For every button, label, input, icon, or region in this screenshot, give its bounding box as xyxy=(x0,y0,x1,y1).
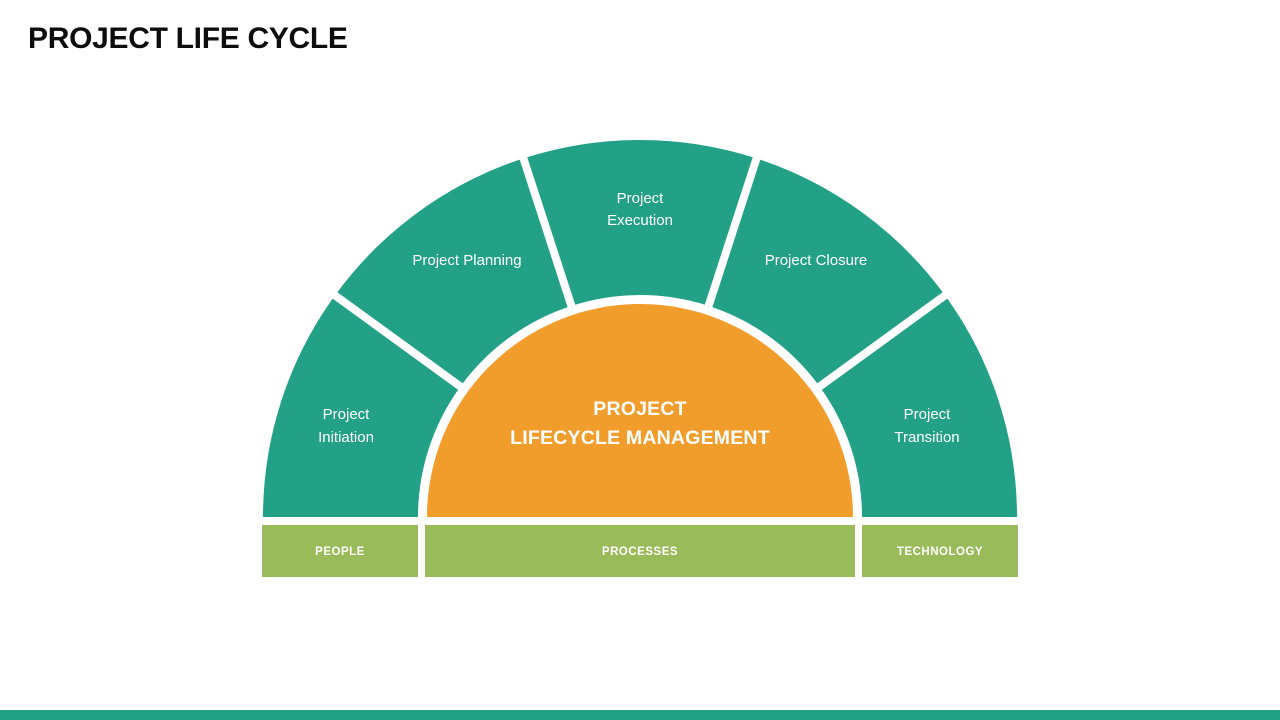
center-hub-shape[interactable] xyxy=(427,304,853,517)
bottom-accent-bar xyxy=(0,710,1280,720)
segment-project-execution[interactable] xyxy=(523,139,757,306)
bar-people-label: PEOPLE xyxy=(315,546,365,558)
label-project-initiation-line2: Initiation xyxy=(318,429,374,446)
center-hub-label-line2: LIFECYCLE MANAGEMENT xyxy=(510,427,770,449)
bar-technology-label: TECHNOLOGY xyxy=(897,546,983,558)
bar-processes-label: PROCESSES xyxy=(602,546,678,558)
foundation-bars: PEOPLE PROCESSES TECHNOLOGY xyxy=(262,525,1018,577)
segment-project-closure[interactable] xyxy=(708,158,945,387)
segment-ring xyxy=(263,139,1017,517)
center-hub[interactable]: PROJECT LIFECYCLE MANAGEMENT xyxy=(427,304,853,517)
bar-technology[interactable] xyxy=(862,525,1018,577)
bar-processes[interactable] xyxy=(425,525,855,577)
label-project-transition-line2: Transition xyxy=(894,429,959,446)
segment-project-planning[interactable] xyxy=(335,158,572,387)
label-project-execution-line1: Project xyxy=(617,190,665,207)
label-project-closure: Project Closure xyxy=(765,252,868,269)
slide-title[interactable]: PROJECT LIFE CYCLE xyxy=(28,22,348,55)
center-hub-label-line1: PROJECT xyxy=(593,398,687,420)
label-project-transition-line1: Project xyxy=(904,406,952,423)
label-project-planning: Project Planning xyxy=(412,252,521,269)
label-project-initiation-line1: Project xyxy=(323,406,371,423)
label-project-execution-line2: Execution xyxy=(607,212,673,229)
segment-labels: Project Initiation Project Planning Proj… xyxy=(318,190,960,446)
bar-people[interactable] xyxy=(262,525,418,577)
